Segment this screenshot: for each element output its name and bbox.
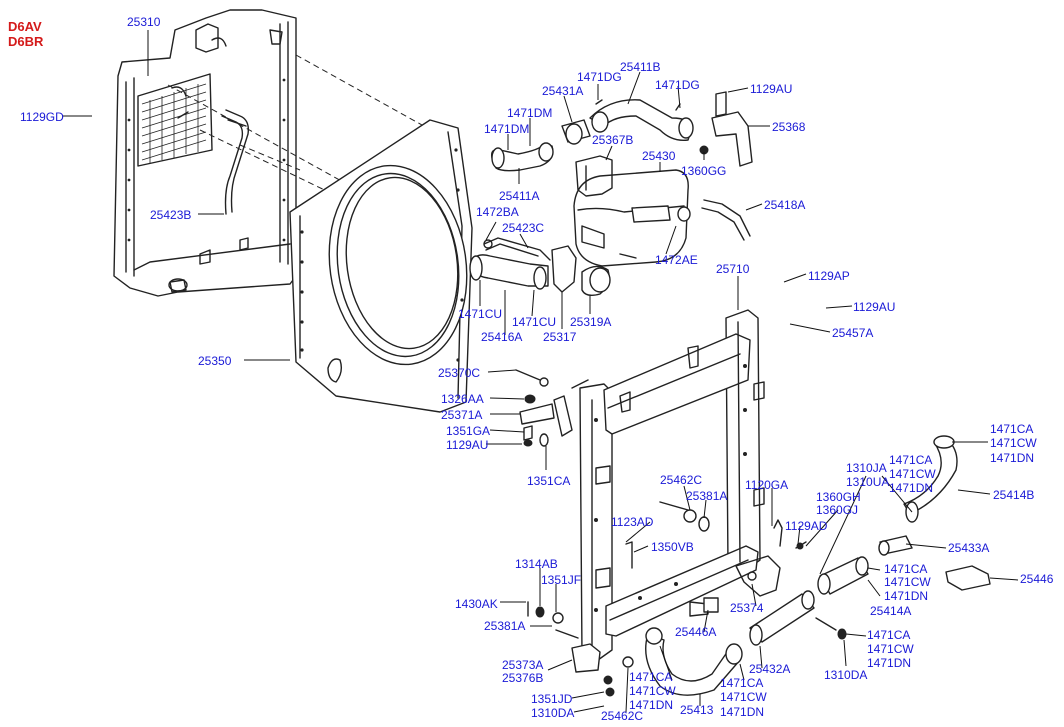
label-1471cw-b: 1471CW [720, 690, 767, 704]
expansion-tank-drawing [561, 99, 751, 267]
label-1471ca-f: 1471CA [990, 422, 1033, 436]
label-25371a: 25371A [441, 408, 482, 422]
upper-hoses-drawing [469, 142, 611, 297]
label-1471dn-f: 1471DN [990, 451, 1034, 465]
label-25368: 25368 [772, 120, 806, 134]
label-1129ap: 1129AP [808, 269, 850, 283]
label-1120ga: 1120GA [745, 478, 788, 492]
label-1471cw-f: 1471CW [990, 436, 1037, 450]
label-1360gg: 1360GG [681, 164, 726, 178]
label-1471cu-b: 1471CU [512, 315, 556, 329]
label-1129au-c: 1129AU [446, 438, 488, 452]
lower-left-hardware-drawing [515, 369, 634, 697]
label-25432a: 25432A [749, 662, 790, 676]
label-1471ca-a: 1471CA [629, 670, 672, 684]
label-25462c-b: 25462C [601, 709, 643, 723]
label-1472ba: 1472BA [476, 205, 519, 219]
label-1471ca-d: 1471CA [884, 562, 927, 576]
label-1129au-b: 1129AU [853, 300, 895, 314]
label-25370c: 25370C [438, 366, 480, 380]
label-1471cu-a: 1471CU [458, 307, 502, 321]
center-hardware-drawing [625, 501, 807, 613]
bracket-25368-drawing [699, 91, 753, 167]
label-25319a: 25319A [570, 315, 611, 329]
label-1310ua: 1310UA [846, 475, 889, 489]
label-1471dn-c: 1471DN [867, 656, 911, 670]
label-1471dn-d: 1471DN [884, 589, 928, 603]
model-code-d6br: D6BR [8, 34, 44, 49]
label-1314ab: 1314AB [515, 557, 558, 571]
label-1471ca-e: 1471CA [889, 453, 932, 467]
label-1430ak: 1430AK [455, 597, 498, 611]
label-1129au-a: 1129AU [750, 82, 792, 96]
support-frame-drawing [571, 309, 765, 661]
label-1351jf: 1351JF [541, 573, 581, 587]
label-25373a: 25373A [502, 658, 543, 672]
label-1471dn-a: 1471DN [629, 698, 673, 712]
fan-shroud-drawing [289, 119, 473, 413]
label-25423b: 25423B [150, 208, 191, 222]
label-25710: 25710 [716, 262, 750, 276]
model-code-d6av: D6AV [8, 19, 42, 34]
label-25431a: 25431A [542, 84, 583, 98]
label-1471dn-b: 1471DN [720, 705, 764, 719]
label-1360gh: 1360GH [816, 490, 861, 504]
label-1471dm-a: 1471DM [507, 106, 552, 120]
label-25414a: 25414A [870, 604, 911, 618]
label-25374: 25374 [730, 601, 764, 615]
label-1351jd: 1351JD [531, 692, 573, 706]
label-1310ja: 1310JA [846, 461, 887, 475]
assembly-projection-lines [167, 54, 471, 261]
label-1471cw-e: 1471CW [889, 467, 936, 481]
label-25416a: 25416A [481, 330, 522, 344]
label-1310da-b: 1310DA [824, 668, 867, 682]
label-25381a-b: 25381A [484, 619, 525, 633]
label-1326aa: 1326AA [441, 392, 484, 406]
label-25413: 25413 [680, 703, 714, 717]
leader-lines [62, 30, 1019, 713]
label-1471dn-e: 1471DN [889, 481, 933, 495]
label-1351ga: 1351GA [446, 424, 490, 438]
label-1471dm-b: 1471DM [484, 122, 529, 136]
lower-hoses-drawing [645, 435, 991, 696]
label-25423c: 25423C [502, 221, 544, 235]
label-1471cw-a: 1471CW [629, 684, 676, 698]
label-25310: 25310 [127, 15, 161, 29]
label-1129gd: 1129GD [20, 110, 64, 124]
label-25457a: 25457A [832, 326, 873, 340]
label-1471dg-a: 1471DG [577, 70, 622, 84]
label-1471ca-b: 1471CA [720, 676, 763, 690]
label-25350: 25350 [198, 354, 232, 368]
label-25411b: 25411B [620, 60, 660, 74]
label-25446a: 25446A [675, 625, 716, 639]
label-1472ae: 1472AE [655, 253, 698, 267]
label-1350vb: 1350VB [651, 540, 694, 554]
label-1360gj: 1360GJ [816, 503, 858, 517]
label-25381a-a: 25381A [686, 489, 727, 503]
label-25418a: 25418A [764, 198, 805, 212]
label-25317: 25317 [543, 330, 577, 344]
label-25376b: 25376B [502, 671, 543, 685]
label-25367b: 25367B [592, 133, 633, 147]
part-labels: 25310 1129GD 25423B 25350 1471DM 1471DM … [20, 15, 1054, 723]
label-25411a: 25411A [499, 189, 539, 203]
label-1129ad: 1129AD [785, 519, 828, 533]
label-1310da-a: 1310DA [531, 706, 574, 720]
label-25414b: 25414B [993, 488, 1034, 502]
label-1471cw-d: 1471CW [884, 575, 931, 589]
label-1123ad: 1123AD [611, 515, 654, 529]
radiator-core-drawing [113, 9, 297, 297]
label-25430: 25430 [642, 149, 676, 163]
label-25462c-a: 25462C [660, 473, 702, 487]
label-1471ca-c: 1471CA [867, 628, 910, 642]
label-25433a: 25433A [948, 541, 989, 555]
label-1471dg-b: 1471DG [655, 78, 700, 92]
label-1351ca: 1351CA [527, 474, 570, 488]
label-25446: 25446 [1020, 572, 1054, 586]
label-1471cw-c: 1471CW [867, 642, 914, 656]
